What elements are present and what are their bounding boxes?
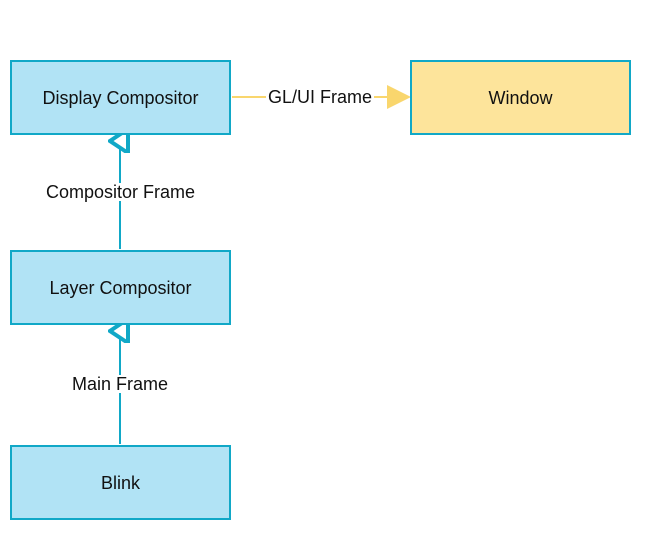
layer-compositor-node: Layer Compositor (10, 250, 231, 325)
gl-ui-frame-label: GL/UI Frame (266, 87, 375, 107)
window-label: Window (488, 87, 553, 108)
main-frame-label: Main Frame (70, 374, 171, 394)
display-compositor-label: Display Compositor (42, 87, 199, 108)
blink-label: Blink (100, 472, 140, 493)
layer-compositor-label: Layer Compositor (49, 277, 192, 298)
display-compositor-node: Display Compositor (10, 60, 231, 135)
window-node: Window (410, 60, 631, 135)
compositor-frame-label: Compositor Frame (44, 182, 198, 202)
blink-node: Blink (10, 445, 231, 520)
